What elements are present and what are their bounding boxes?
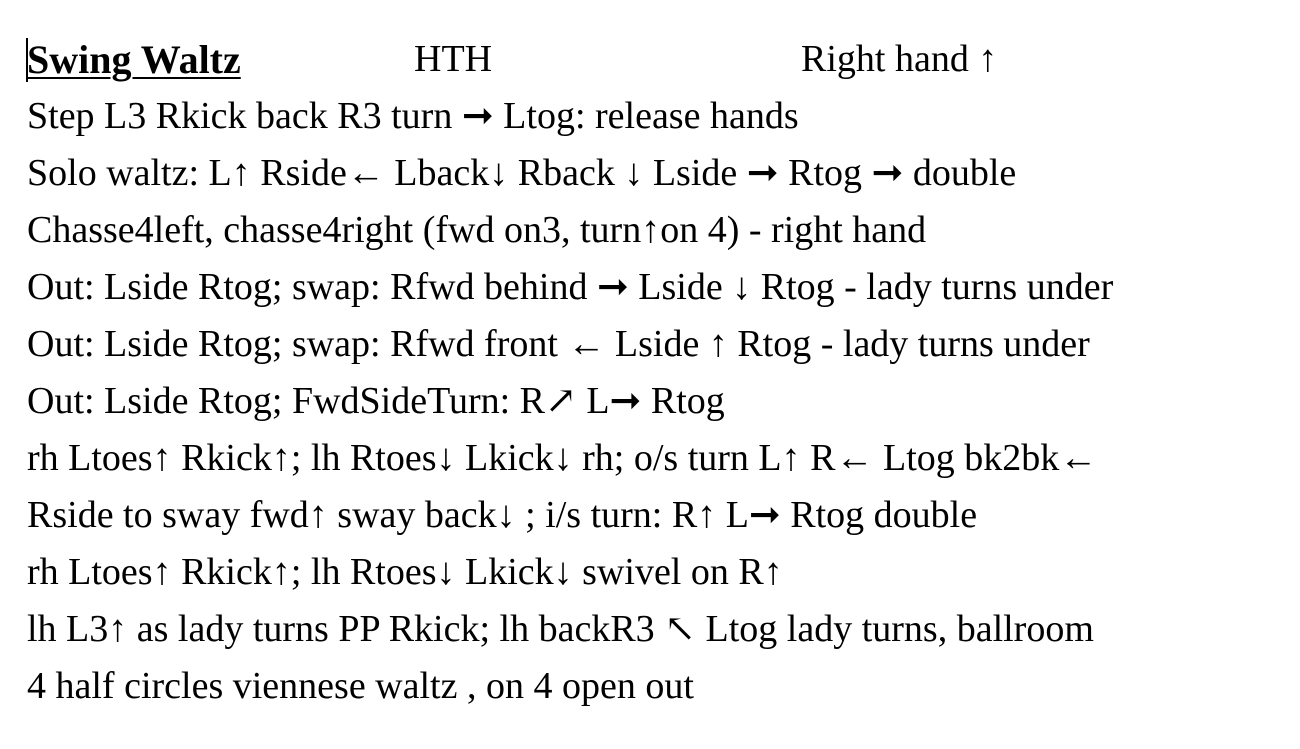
text-line-3[interactable]: Chasse4left, chasse4right (fwd on3, turn…: [27, 209, 927, 251]
text-line-9[interactable]: rh Ltoes↑ Rkick↑; lh Rtoes↓ Lkick↓ swive…: [27, 551, 783, 593]
text-line-10[interactable]: lh L3↑ as lady turns PP Rkick; lh backR3…: [27, 608, 1094, 650]
text-line-8[interactable]: Rside to sway fwd↑ sway back↓ ; i/s turn…: [27, 494, 978, 536]
hold-label[interactable]: HTH: [414, 38, 493, 80]
text-line-6[interactable]: Out: Lside Rtog; FwdSideTurn: R↗ L➞ Rtog: [27, 380, 725, 422]
text-line-5[interactable]: Out: Lside Rtog; swap: Rfwd front ← Lsid…: [27, 323, 1090, 365]
text-line-4[interactable]: Out: Lside Rtog; swap: Rfwd behind ➞ Lsi…: [27, 266, 1114, 308]
text-cursor: [26, 38, 28, 82]
text-line-1[interactable]: Step L3 Rkick back R3 turn ➞ Ltog: relea…: [27, 95, 799, 137]
title-line: Swing Waltz HTH Right hand ↑: [26, 31, 1297, 88]
document-title[interactable]: Swing Waltz: [27, 37, 241, 82]
document-body: Swing Waltz HTH Right hand ↑ Step L3 Rki…: [26, 31, 1297, 715]
text-line-7[interactable]: rh Ltoes↑ Rkick↑; lh Rtoes↓ Lkick↓ rh; o…: [27, 437, 1098, 479]
text-line-11[interactable]: 4 half circles viennese waltz , on 4 ope…: [27, 665, 694, 707]
hand-label[interactable]: Right hand ↑: [801, 38, 998, 80]
text-line-2[interactable]: Solo waltz: L↑ Rside← Lback↓ Rback ↓ Lsi…: [27, 152, 1017, 194]
